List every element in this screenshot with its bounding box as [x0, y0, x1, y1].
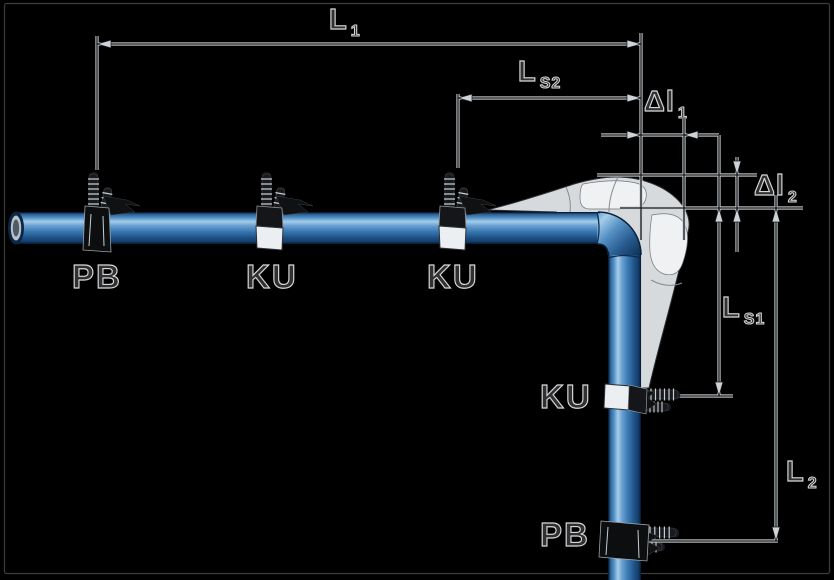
fitting-socket-right: [649, 213, 688, 276]
arrowhead: [771, 207, 781, 223]
arrowhead: [626, 130, 642, 140]
arrowhead: [683, 130, 699, 140]
label-dim-dl2-sub: 2: [787, 189, 798, 206]
pipe-elbow: [597, 212, 641, 255]
label-clamp-ku-1: KU: [245, 258, 298, 295]
arrowhead: [714, 381, 724, 397]
arrowhead: [732, 160, 742, 176]
label-dim-ls2-main: L: [517, 56, 537, 88]
sliding-clamp-ku-vertical: [603, 383, 681, 415]
label-dim-dl1-sub: 1: [677, 105, 688, 122]
arrowhead: [96, 39, 112, 49]
wedge-seams: [565, 176, 683, 286]
arrowhead: [457, 93, 473, 103]
arrowhead: [714, 207, 724, 223]
pipe-end-cap: [8, 211, 24, 245]
label-dim-l1-sub: 1: [350, 23, 361, 40]
arrowhead: [626, 93, 642, 103]
label-dim-dl1-main: Δl: [643, 86, 675, 118]
label-clamp-ku-vertical: KU: [539, 378, 592, 415]
arrowhead: [771, 526, 781, 542]
fitting-seams: [596, 211, 642, 259]
fixed-point-clamp-pb-vertical: [598, 520, 680, 562]
label-dim-ls1-sub: S1: [743, 311, 766, 328]
label-dim-ls2-sub: S2: [539, 75, 562, 92]
label-dim-ls1-main: L: [721, 292, 741, 324]
frame-border: [3, 2, 831, 575]
clamps: [83, 172, 681, 562]
label-clamp-pb-1: PB: [71, 258, 122, 295]
label-dim-l2-sub: 2: [807, 475, 818, 492]
horizontal-pipe: [14, 212, 604, 244]
label-clamp-ku-2: KU: [426, 258, 479, 295]
label-dim-l1-main: L: [328, 4, 348, 36]
arrowhead: [732, 207, 742, 223]
arrowhead: [626, 39, 642, 49]
label-dim-l2-main: L: [785, 456, 805, 488]
label-dim-dl2-main: Δl: [753, 170, 785, 202]
elbow-outline: [596, 211, 642, 256]
fitting-socket-top: [579, 180, 647, 210]
label-clamp-pb-vertical: PB: [539, 516, 590, 553]
